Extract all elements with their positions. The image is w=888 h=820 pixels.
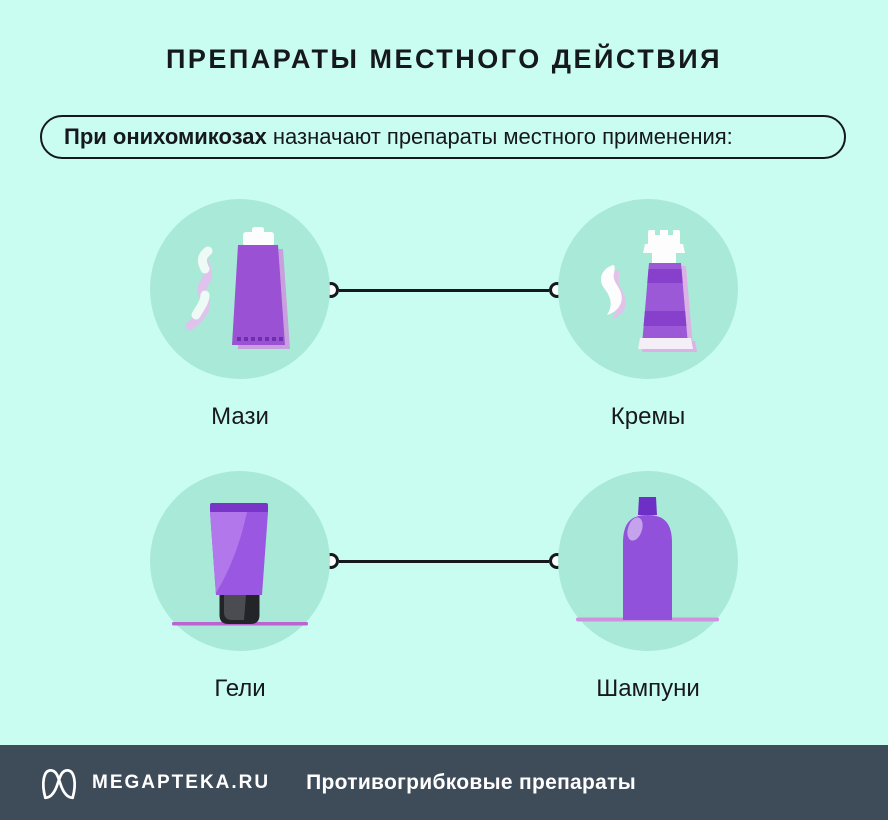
intro-banner: При онихомикозах назначают препараты мес…	[40, 115, 846, 159]
banner-bold-text: При онихомикозах	[64, 124, 267, 149]
gel-tube-icon	[172, 503, 308, 626]
circle-shampoo	[558, 471, 738, 651]
circle-ointment	[150, 199, 330, 379]
banner-rest-text: назначают препараты местного применения:	[266, 124, 733, 149]
megapteka-logo-icon	[42, 768, 76, 799]
item-label-shampoo: Шампуни	[596, 675, 700, 702]
page-title: ПРЕПАРАТЫ МЕСТНОГО ДЕЙСТВИЯ	[165, 44, 723, 74]
item-label-cream: Кремы	[610, 403, 686, 430]
item-label-ointment: Мази	[211, 403, 269, 430]
brand-name: MEGAPTEKA.RU	[92, 771, 271, 793]
footer-bar: MEGAPTEKA.RU Противогрибковые препараты	[0, 745, 888, 820]
cream-tube-icon	[601, 230, 697, 352]
ointment-tube-icon	[185, 227, 290, 349]
connector-line	[339, 559, 549, 563]
item-label-gel: Гели	[214, 675, 266, 702]
connector-top	[323, 282, 565, 298]
connector-bottom	[323, 553, 565, 569]
footer-subtitle: Противогрибковые препараты	[306, 770, 636, 794]
circle-gel	[150, 471, 330, 651]
circle-cream	[558, 199, 738, 379]
connector-line	[339, 288, 549, 292]
shampoo-bottle-icon	[576, 497, 719, 622]
